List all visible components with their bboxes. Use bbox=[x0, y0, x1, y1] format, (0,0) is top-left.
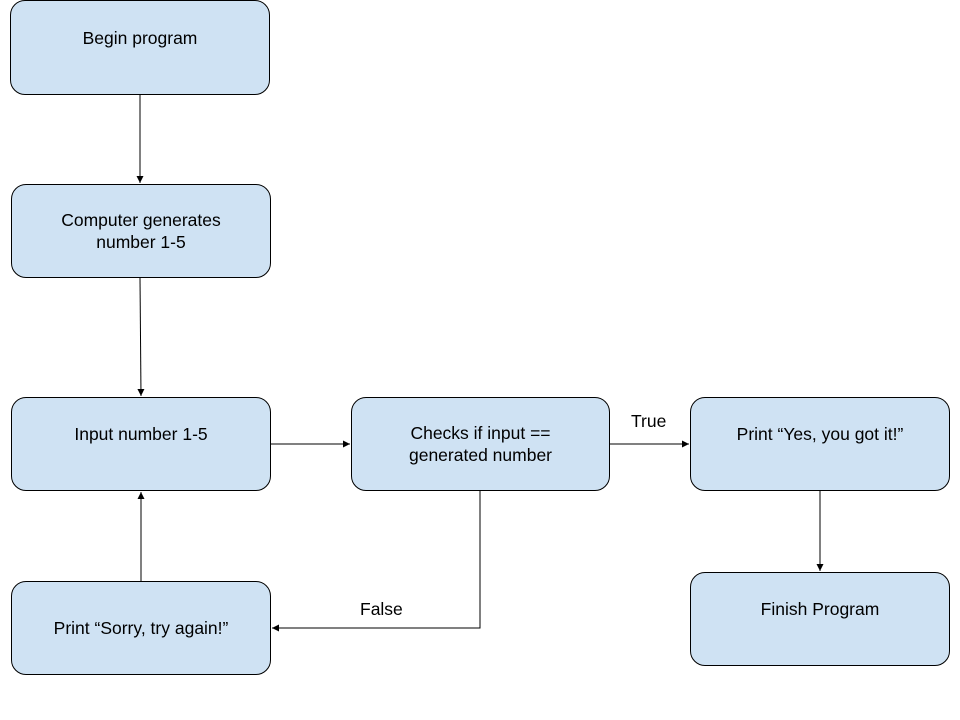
arrow-generate-to-input bbox=[137, 277, 145, 397]
node-print-sorry: Print “Sorry, try again!” bbox=[11, 581, 271, 675]
node-generate-number: Computer generates number 1-5 bbox=[11, 184, 271, 278]
arrow-check-to-sorry bbox=[272, 491, 481, 632]
edge-label-false: False bbox=[360, 599, 403, 619]
node-print-yes: Print “Yes, you got it!” bbox=[690, 397, 950, 491]
node-input-number: Input number 1-5 bbox=[11, 397, 271, 491]
edge-label-true: True bbox=[631, 411, 667, 431]
node-begin-program: Begin program bbox=[10, 0, 270, 95]
node-finish-program: Finish Program bbox=[690, 572, 950, 666]
node-check-input: Checks if input == generated number bbox=[351, 397, 610, 491]
